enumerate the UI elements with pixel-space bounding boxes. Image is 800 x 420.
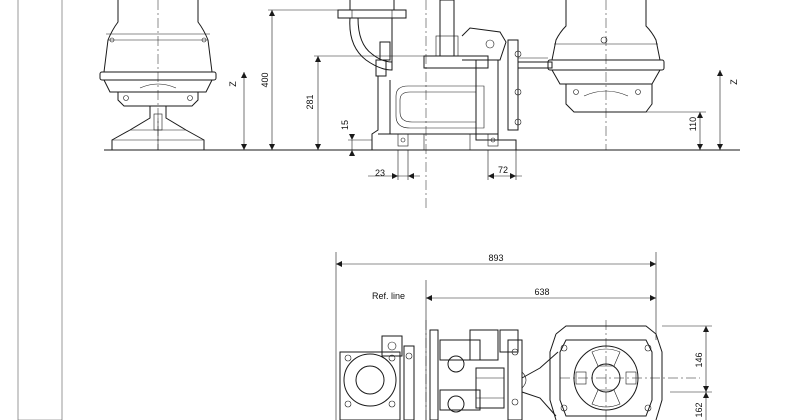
dim-638-label: 638 (534, 287, 549, 297)
dim-400-label: 400 (260, 72, 270, 87)
dim-15-label: 15 (340, 120, 350, 130)
z-label-right: Z (729, 79, 739, 85)
dim-162: 162 (694, 392, 709, 420)
dim-893: 893 (335, 252, 657, 420)
dim-72-label: 72 (498, 165, 508, 175)
ref-line-label: Ref. line (372, 291, 405, 301)
dim-146-label: 146 (694, 352, 704, 367)
dim-281: 281 (305, 55, 424, 150)
dim-162-label: 162 (694, 402, 704, 417)
right-pump-view (518, 0, 665, 150)
dim-72: 72 (487, 150, 522, 180)
dim-146: 146 (662, 325, 712, 393)
dim-110: 110 (646, 111, 706, 150)
plan-view (339, 320, 700, 420)
dim-23-label: 23 (375, 168, 385, 178)
dim-15: 15 (340, 120, 372, 156)
z-label-left: Z (228, 81, 238, 87)
left-pump-view (99, 0, 217, 151)
sheet-frame (17, 0, 63, 420)
dim-z-right: Z (717, 70, 739, 150)
dim-281-label: 281 (305, 94, 315, 109)
dim-893-label: 893 (488, 253, 503, 263)
dim-400: 400 (260, 9, 338, 150)
dim-110-label: 110 (688, 117, 698, 131)
dim-23: 23 (368, 150, 420, 180)
discharge-assembly (337, 0, 522, 210)
